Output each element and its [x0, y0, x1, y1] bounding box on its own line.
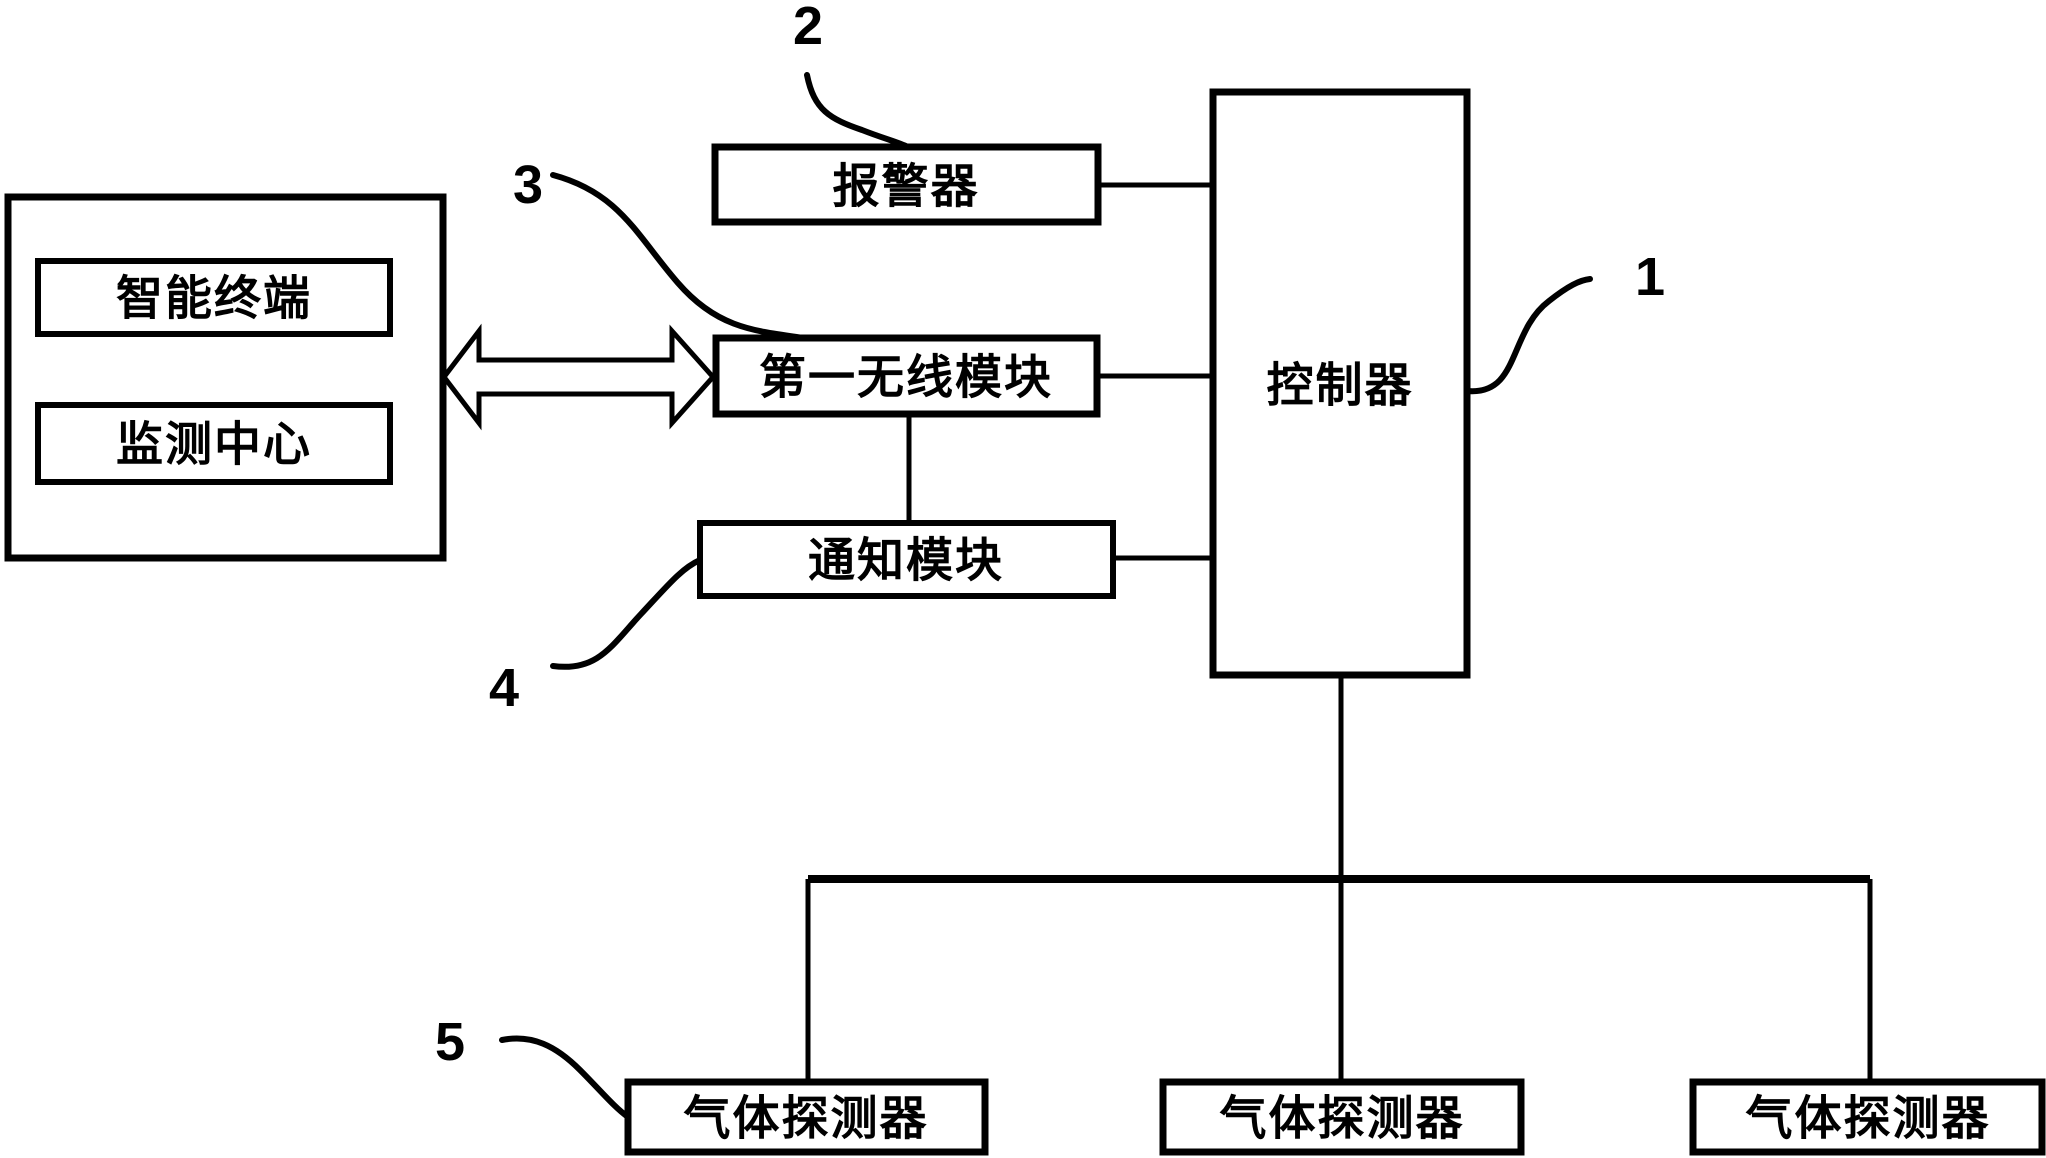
- node-smart-terminal-label: 智能终端: [116, 272, 312, 325]
- node-notification-module-box: [697, 520, 1116, 599]
- leader-line-ref-4: [550, 557, 703, 670]
- ref-label-2: 2: [793, 0, 823, 56]
- leader-line-ref-5: [499, 1035, 631, 1120]
- leader-line-ref-1: [1464, 276, 1593, 395]
- node-gas-detector-2-label: 气体探测器: [1220, 1092, 1465, 1145]
- node-monitoring-center-box: [35, 402, 393, 485]
- node-first-wireless-module-label: 第一无线模块: [759, 351, 1053, 404]
- bidirectional-arrow: [440, 323, 717, 431]
- leader-line-ref-2: [804, 72, 911, 150]
- node-first-wireless-module-box: [712, 334, 1101, 418]
- ref-label-3: 3: [513, 155, 543, 215]
- ref-label-4: 4: [489, 658, 519, 718]
- node-gas-detector-2-box: [1159, 1078, 1525, 1156]
- node-smart-terminal-box: [35, 258, 393, 337]
- group-terminal-monitor-box: [4, 193, 447, 562]
- node-controller-label: 控制器: [1267, 359, 1414, 412]
- ref-label-5: 5: [435, 1012, 465, 1072]
- node-controller-box: [1209, 88, 1471, 679]
- node-notification-module-label: 通知模块: [808, 534, 1004, 587]
- node-gas-detector-3-box: [1689, 1078, 2046, 1156]
- node-gas-detector-1-box: [624, 1078, 989, 1156]
- node-alarm-label: 报警器: [833, 160, 980, 213]
- ref-label-1: 1: [1635, 247, 1665, 307]
- node-gas-detector-1-label: 气体探测器: [684, 1092, 929, 1145]
- leader-line-ref-3: [550, 172, 807, 341]
- node-alarm-box: [711, 143, 1102, 226]
- node-gas-detector-3-label: 气体探测器: [1746, 1092, 1991, 1145]
- node-monitoring-center-label: 监测中心: [116, 418, 312, 471]
